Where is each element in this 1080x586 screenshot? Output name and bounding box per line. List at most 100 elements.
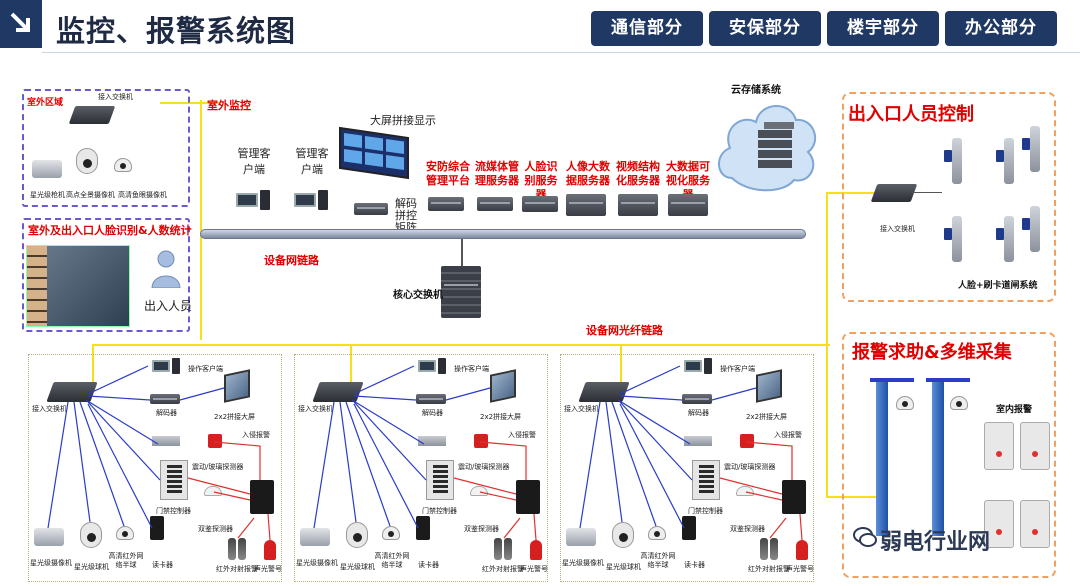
client-pc-1 — [236, 193, 258, 207]
branch-door-ctrl-label: 门禁控制器 — [688, 507, 723, 515]
branch-starlight-ptz — [346, 522, 368, 548]
server-5 — [618, 194, 658, 216]
branch-card-reader — [416, 516, 430, 540]
branch-alarm-host — [250, 480, 274, 514]
branch-door-controller — [160, 460, 188, 500]
outdoor-switch — [68, 106, 116, 124]
branch-ir-beam-2 — [504, 538, 512, 560]
tab-office[interactable]: 办公部分 — [945, 11, 1057, 46]
gate-3 — [1022, 126, 1040, 172]
branch-starlight-ptz — [612, 522, 634, 548]
branch-screen-label: 2x2拼接大屏 — [480, 413, 522, 421]
branch-alarm-button — [474, 434, 488, 448]
branch-dual-det-label: 双鉴探测器 — [198, 525, 233, 533]
branch-decoder-label: 解码器 — [688, 409, 709, 417]
page-title: 监控、报警系统图 — [56, 14, 297, 48]
branch-door-controller — [692, 460, 720, 500]
branch-glass-det-label: 震动/玻璃探测器 — [458, 463, 510, 471]
client-label-2: 管理客户端 — [295, 147, 329, 176]
arrow-icon — [0, 0, 42, 48]
branch-cam-label-3: 高清红外网络半球 — [640, 552, 676, 569]
alarm-title: 报警求助&多维采集 — [852, 342, 1012, 363]
branch-starlight-camera — [34, 528, 64, 546]
branch-ir-beam-label: 红外对射报警 — [216, 565, 258, 573]
net-link-label: 设备网链路 — [264, 254, 319, 267]
alarm-box — [842, 332, 1056, 578]
branch-siren — [796, 540, 808, 560]
branch-card-reader — [682, 516, 696, 540]
branch-client-pc — [152, 360, 170, 372]
fiber-link-label: 设备网光纤链路 — [586, 324, 663, 337]
gate-1 — [944, 138, 962, 184]
branch-ir-beam-1 — [494, 538, 502, 560]
outdoor-cam-label-3: 高清鱼眼摄像机 — [118, 191, 167, 199]
core-switch-label: 核心交换机 — [393, 290, 443, 301]
outdoor-monitoring-label: 室外监控 — [207, 99, 251, 112]
tab-communication[interactable]: 通信部分 — [591, 11, 703, 46]
branch-cam-label-2: 星光级球机 — [340, 563, 375, 571]
server-label-1: 安防综合管理平台 — [426, 160, 470, 187]
server-label-4: 人像大数据服务器 — [566, 160, 610, 187]
entrance-switch — [870, 184, 918, 202]
indoor-alarm-label: 室内报警 — [996, 405, 1033, 415]
client-pc-2 — [294, 193, 316, 207]
videowall-label: 大屏拼接显示 — [370, 114, 436, 127]
branch-card-reader — [150, 516, 164, 540]
branch-siren-label: 声光警号 — [786, 565, 814, 573]
branch-subsystem-1: 接入交换机 操作客户端 解码器 2x2拼接大屏 入侵报警 震动/玻璃探测器 门禁… — [28, 354, 282, 582]
client-label-1: 管理客户端 — [237, 147, 271, 176]
person-icon — [151, 250, 181, 288]
face-recognition-screen — [26, 245, 130, 327]
branch-box — [560, 354, 814, 582]
branch-cam-label-1: 星光级摄像机 — [296, 559, 338, 567]
branch-cam-label-1: 星光级摄像机 — [30, 559, 72, 567]
branch-switch-label: 接入交换机 — [564, 405, 599, 413]
tab-security[interactable]: 安保部分 — [709, 11, 821, 46]
gate-2 — [996, 138, 1014, 184]
branch-alarm-host — [516, 480, 540, 514]
branch-decoder — [416, 394, 446, 404]
entrance-switch-label: 接入交换机 — [880, 225, 915, 233]
branch-dome-camera — [382, 526, 400, 540]
branch-client-pc — [418, 360, 436, 372]
branch-entry-alarm-label: 入侵报警 — [508, 431, 536, 439]
branch-door-ctrl-label: 门禁控制器 — [156, 507, 191, 515]
branch-client-tower — [172, 358, 180, 374]
branch-smoke-detector — [736, 486, 754, 496]
network-bus — [200, 229, 806, 239]
branch-magnetic-lock — [152, 436, 180, 446]
branch-client-tower — [704, 358, 712, 374]
pole-camera-2 — [950, 396, 968, 410]
branch-box — [28, 354, 282, 582]
header-divider — [42, 52, 1080, 53]
gate-6 — [1022, 206, 1040, 252]
server-1 — [428, 197, 464, 211]
branch-ir-beam-2 — [770, 538, 778, 560]
watermark-text: 弱电行业网 — [880, 530, 991, 555]
outdoor-fisheye-camera — [114, 158, 132, 172]
branch-wiring — [313, 365, 537, 541]
branch-alarm-host — [782, 480, 806, 514]
branch-ir-beam-label: 红外对射报警 — [748, 565, 790, 573]
outdoor-cam-label-1: 星光级枪机 — [30, 191, 65, 199]
branch2-drop-line — [350, 344, 352, 382]
face-area-box — [22, 218, 190, 332]
branch-card-reader-label: 读卡器 — [684, 561, 705, 569]
branch-smoke-detector — [470, 486, 488, 496]
branch-decoder-label: 解码器 — [422, 409, 443, 417]
branch-cam-label-3: 高清红外网络半球 — [374, 552, 410, 569]
indoor-alarm-panel-4 — [1020, 500, 1050, 548]
gate-system-label: 人脸+刷卡道闸系统 — [958, 281, 1038, 291]
branch-card-reader-label: 读卡器 — [152, 561, 173, 569]
branch-box — [294, 354, 548, 582]
cloud-label: 云存储系统 — [731, 85, 781, 96]
branch-client-tower — [438, 358, 446, 374]
tab-building[interactable]: 楼宇部分 — [827, 11, 939, 46]
branch-alarm-button — [740, 434, 754, 448]
cloud-icon — [718, 105, 817, 192]
gate-wire — [912, 192, 942, 193]
branch-dome-camera — [648, 526, 666, 540]
alarm-pole-1 — [876, 380, 888, 536]
indoor-alarm-panel-3 — [984, 500, 1014, 548]
